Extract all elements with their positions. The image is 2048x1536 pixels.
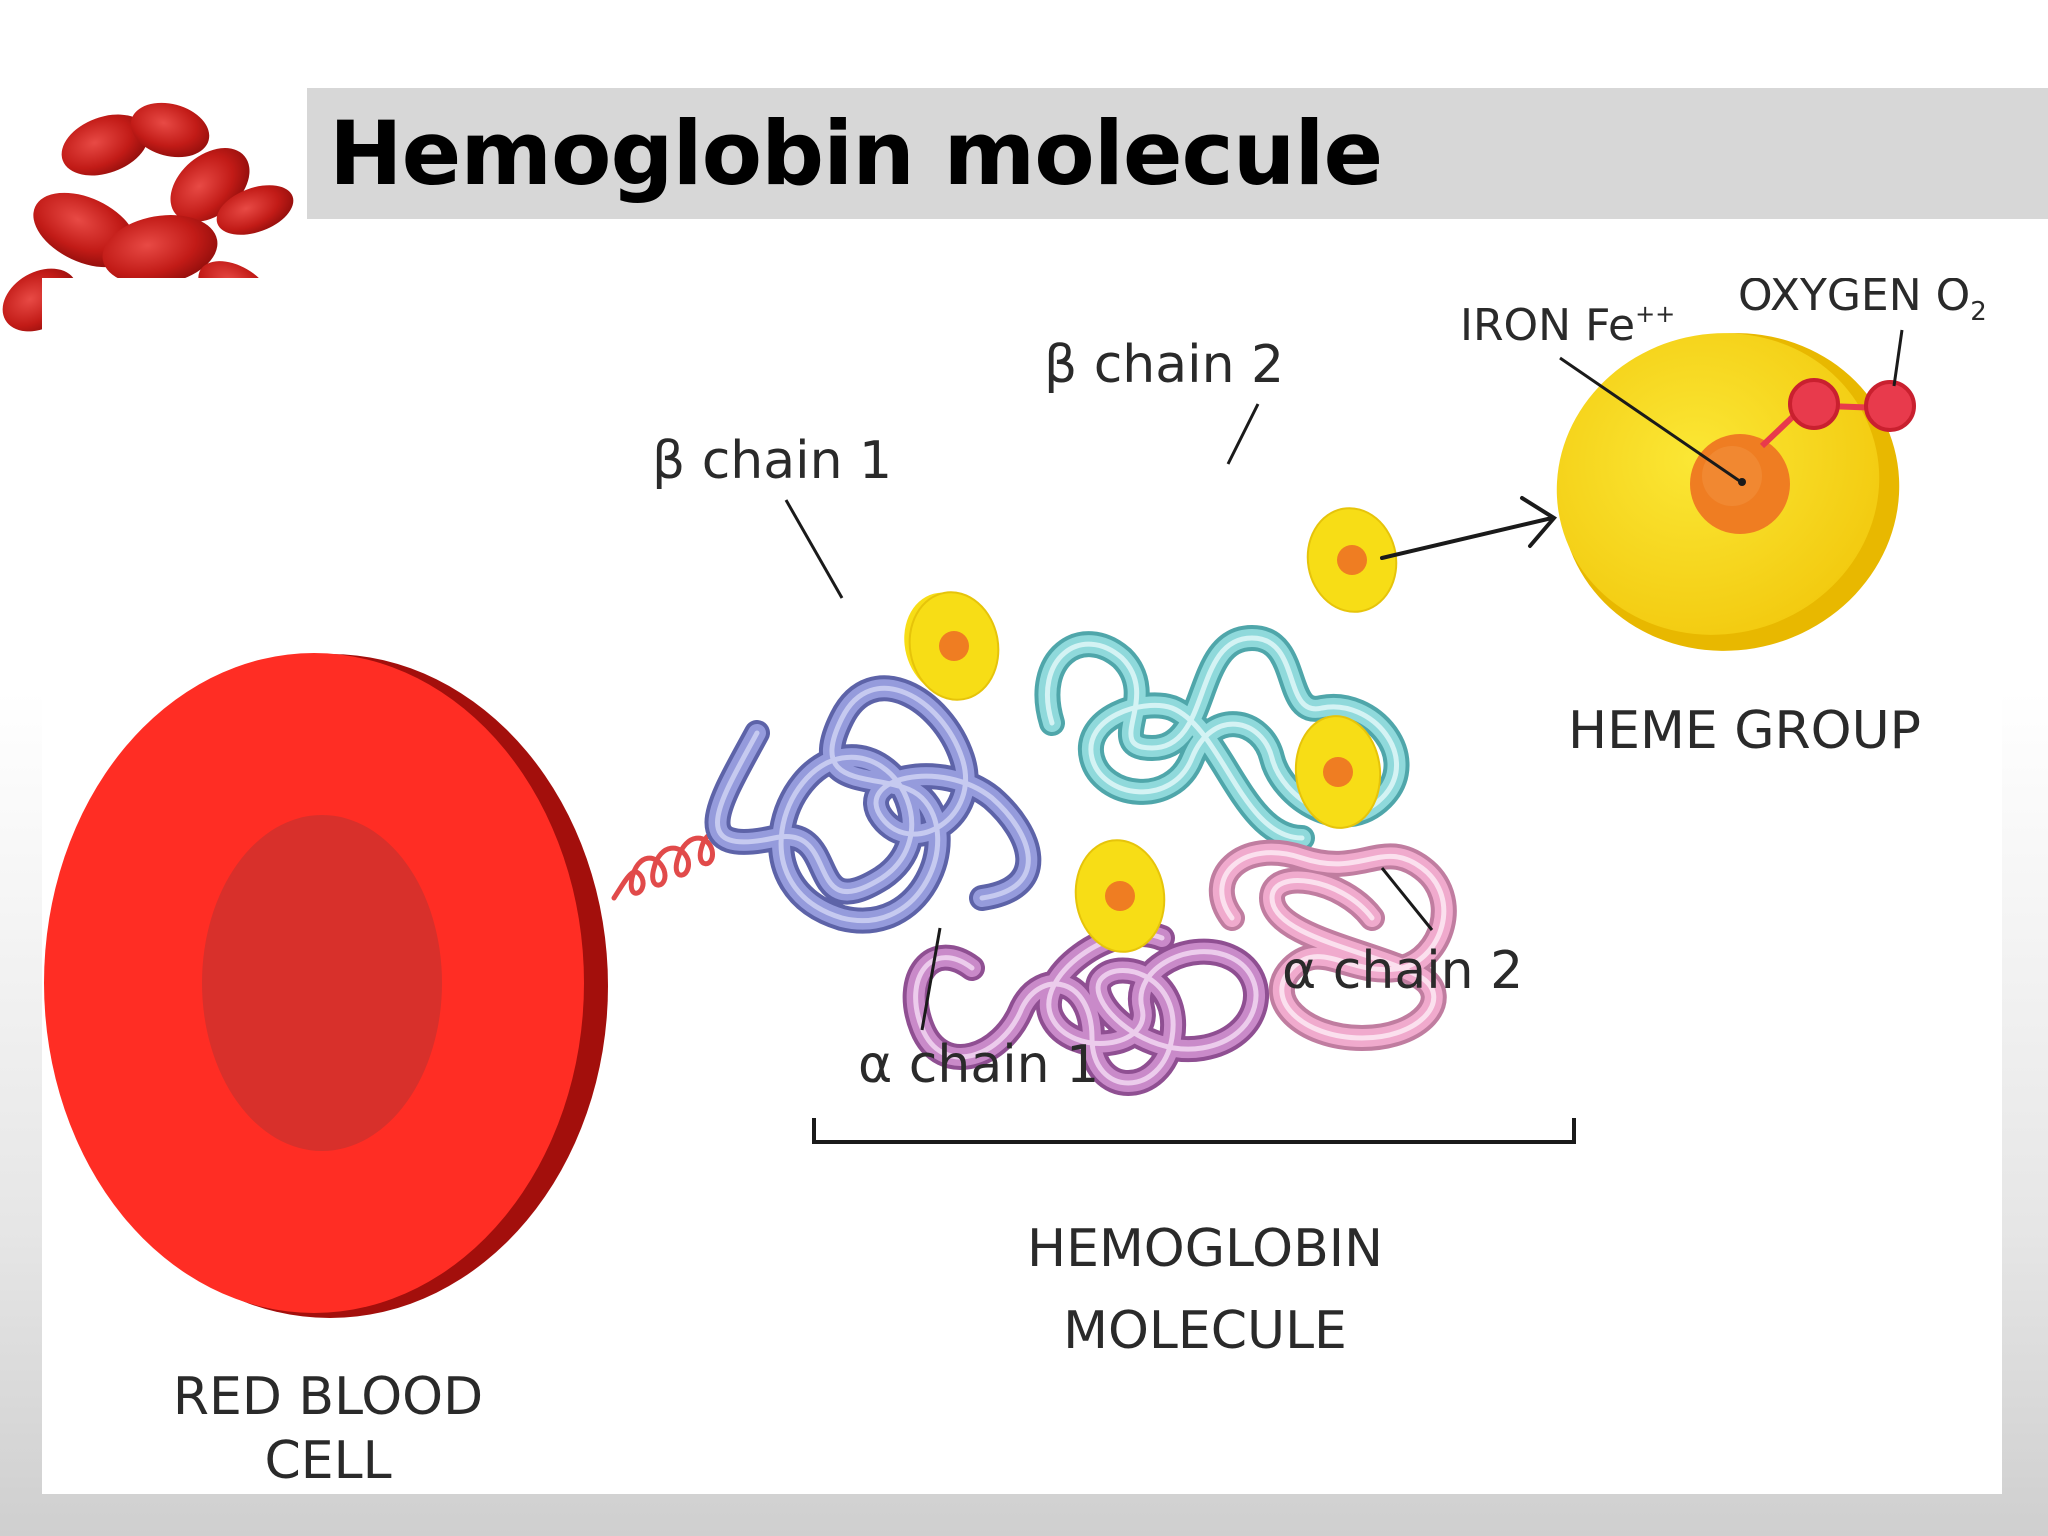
title-bar: Hemoglobin molecule xyxy=(307,88,2048,219)
hemoglobin-bracket xyxy=(812,1118,1576,1144)
heme-on-beta-2 xyxy=(1306,507,1398,613)
alpha-chain-1 xyxy=(902,921,1269,1096)
label-hemoglobin-molecule-line2: MOLECULE xyxy=(1063,1301,1347,1361)
label-leader-lines xyxy=(784,329,1904,1031)
beta-chain-1 xyxy=(704,675,1042,934)
heme-on-alpha-1 xyxy=(1074,839,1166,953)
label-red-blood-cell-line2: CELL xyxy=(264,1431,391,1491)
label-iron: IRON Fe++ xyxy=(1460,300,1675,351)
oxygen-atom-2 xyxy=(1864,380,1916,432)
heme-on-beta-1 xyxy=(908,591,1000,701)
beta-chain-2 xyxy=(1034,625,1410,851)
label-hemoglobin-molecule-line1: HEMOGLOBIN xyxy=(1027,1219,1383,1279)
arrow-to-heme-group xyxy=(1380,496,1558,560)
label-red-blood-cell-line1: RED BLOOD xyxy=(173,1367,483,1427)
heme-group-detail xyxy=(1556,333,1916,651)
iron-pointer-dot xyxy=(1738,478,1746,486)
label-alpha-chain-1: α chain 1 xyxy=(858,1035,1099,1095)
oxygen-atom-1 xyxy=(1788,378,1840,430)
hemoglobin-diagram: β chain 2 β chain 1 IRON Fe++ OXYGEN O2 … xyxy=(44,278,1987,1491)
red-blood-cell xyxy=(44,653,608,1318)
slide-title: Hemoglobin molecule xyxy=(329,102,1383,205)
squiggle-connector xyxy=(611,827,737,901)
label-beta-chain-2: β chain 2 xyxy=(1044,335,1284,395)
label-oxygen: OXYGEN O2 xyxy=(1738,278,1987,327)
heme-on-alpha-2 xyxy=(1294,715,1382,829)
diagram-panel: β chain 2 β chain 1 IRON Fe++ OXYGEN O2 … xyxy=(42,278,2002,1494)
label-alpha-chain-2: α chain 2 xyxy=(1282,941,1523,1001)
label-beta-chain-1: β chain 1 xyxy=(652,431,892,491)
alpha-chain-2 xyxy=(1208,839,1457,1051)
label-heme-group: HEME GROUP xyxy=(1568,701,1921,761)
